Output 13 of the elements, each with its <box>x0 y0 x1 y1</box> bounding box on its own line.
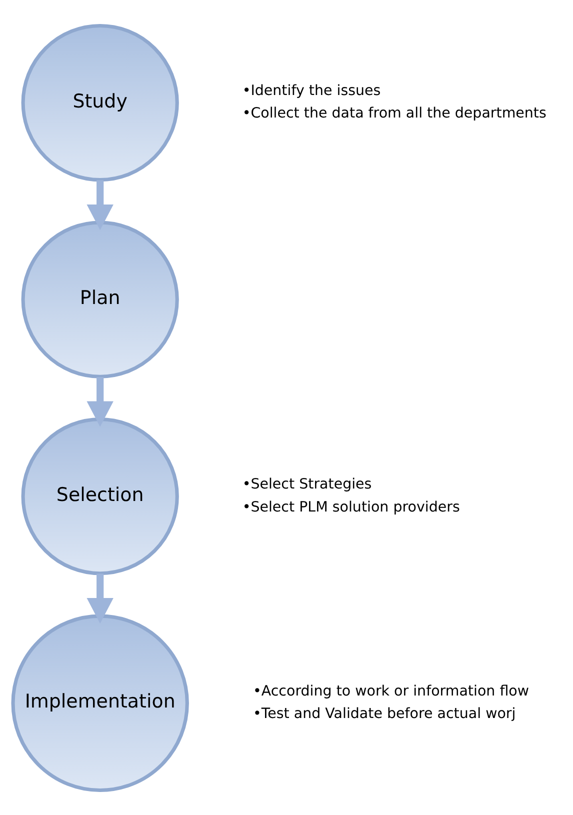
node-circle: Implementation <box>11 614 189 792</box>
node-label: •Collect the data from all the departments <box>242 105 546 122</box>
arrow <box>86 180 114 230</box>
arrow <box>86 376 114 426</box>
node-label: •According to work or information flow <box>253 683 529 700</box>
node-label: •Identify the issues <box>242 82 381 99</box>
node-label: •Select PLM solution providers <box>242 498 460 515</box>
node-circle: Plan <box>21 220 179 378</box>
node-label: •Select Strategies <box>242 476 372 492</box>
node-circle: Selection <box>21 417 179 575</box>
node-label: •Test and Validate before actual worj <box>253 706 516 722</box>
node-circle: Study <box>21 23 179 182</box>
arrow <box>86 573 114 623</box>
